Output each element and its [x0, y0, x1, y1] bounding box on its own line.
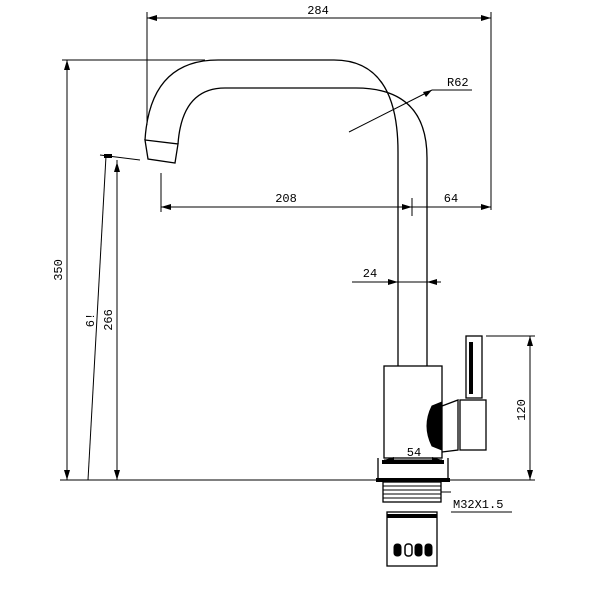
- arrowhead: [402, 204, 412, 210]
- dim-angle-line: [87, 155, 107, 481]
- arrowhead: [427, 279, 437, 285]
- spout-inner-contour: [177, 87, 428, 366]
- handle-hub: [426, 401, 443, 451]
- arrowheads: [64, 15, 533, 480]
- hose-connector: [393, 543, 402, 557]
- dim-thread-label: M32X1.5: [453, 498, 503, 512]
- arrowhead: [64, 470, 70, 480]
- dim-24-label: 24: [363, 267, 377, 281]
- arrowhead: [527, 470, 533, 480]
- faucet-outline: [144, 59, 487, 567]
- dim-r62-leader: [348, 89, 433, 133]
- arrowhead: [114, 470, 120, 480]
- dim-266-label: 266: [102, 309, 116, 331]
- handle-top: [465, 335, 483, 399]
- hose-connector: [424, 543, 433, 557]
- arrowhead: [481, 204, 491, 210]
- arrowhead: [481, 15, 491, 21]
- dim-r62-label: R62: [447, 76, 469, 90]
- arrowhead: [147, 15, 157, 21]
- hose-connector: [404, 543, 413, 557]
- dim-angle-label: 6!: [84, 313, 98, 327]
- arrowhead: [161, 204, 171, 210]
- handle-grip: [459, 399, 487, 451]
- dimension-labels: 284 R62 208 64 24 350 266 6! 120 54 M32X…: [52, 4, 529, 512]
- arrowhead: [64, 60, 70, 70]
- dim-64-label: 64: [444, 192, 458, 206]
- dim-350-label: 350: [52, 259, 66, 281]
- aerator: [144, 139, 179, 164]
- fixing-nut: [386, 511, 438, 567]
- dim-120-label: 120: [515, 399, 529, 421]
- arrowhead: [384, 457, 394, 463]
- hose-connector: [414, 543, 423, 557]
- dim-284-label: 284: [307, 4, 329, 18]
- arrowhead: [388, 279, 398, 285]
- arrowhead: [432, 457, 442, 463]
- arrowhead: [527, 336, 533, 346]
- arrowhead: [423, 90, 432, 97]
- handle-lever: [441, 399, 459, 453]
- arrowhead: [114, 162, 120, 172]
- thread-shank: [382, 481, 442, 503]
- dim-208-label: 208: [275, 192, 297, 206]
- spout-outer-contour: [144, 59, 399, 366]
- dim-54-label: 54: [407, 446, 421, 460]
